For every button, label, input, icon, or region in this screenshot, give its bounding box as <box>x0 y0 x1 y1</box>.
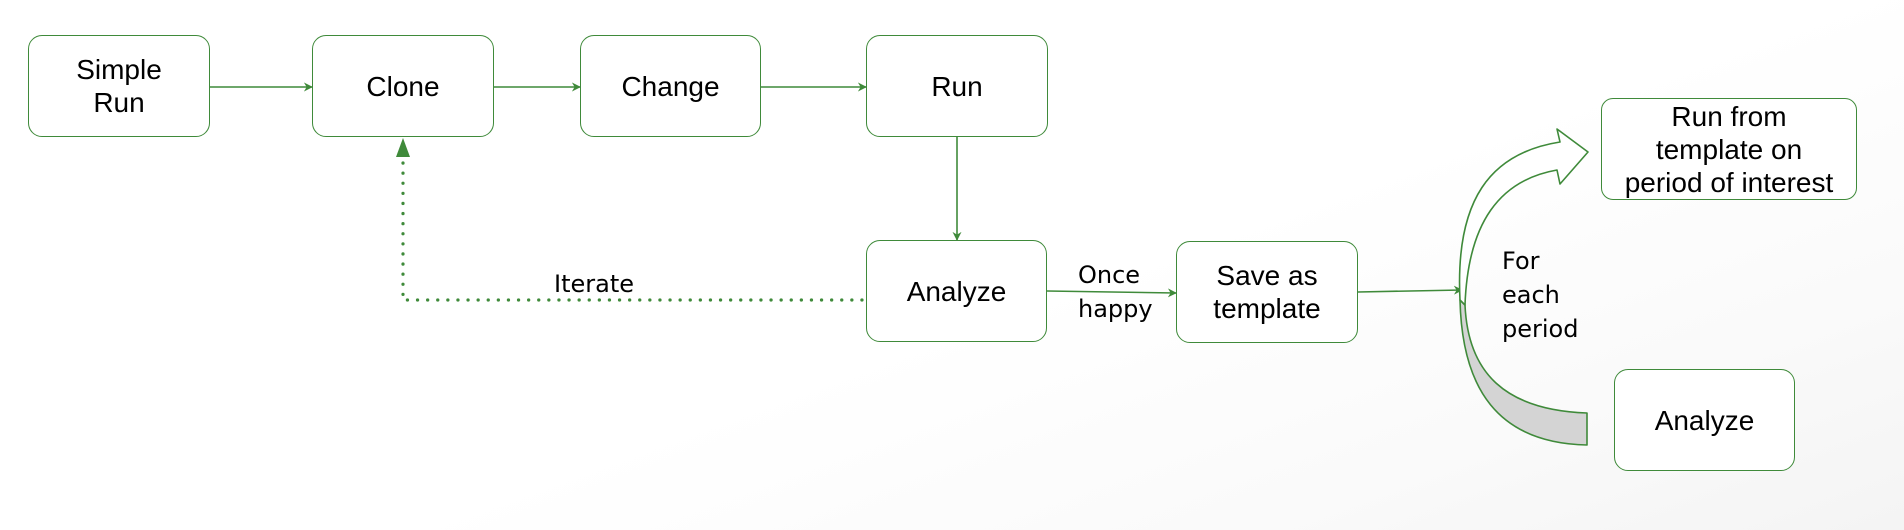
node-run-from-template: Run from template on period of interest <box>1601 98 1857 200</box>
label-for-each-period: For each period <box>1502 247 1579 343</box>
label-iterate: Iterate <box>554 270 635 298</box>
node-run: Run <box>866 35 1048 137</box>
node-simple-run: Simple Run <box>28 35 210 137</box>
node-change: Change <box>580 35 761 137</box>
node-analyze-period: Analyze <box>1614 369 1795 471</box>
iterate-loop-line <box>401 156 864 302</box>
node-save-as-template: Save as template <box>1176 241 1358 343</box>
arrow-save-template-to-loop <box>1357 285 1463 295</box>
node-analyze: Analyze <box>866 240 1047 342</box>
iterate-arrowhead <box>396 138 410 157</box>
for-each-period-loop-arrow <box>1458 128 1589 306</box>
arrow-analyze-to-save-template <box>1046 288 1177 298</box>
label-once-happy: Once happy <box>1078 261 1153 323</box>
node-clone: Clone <box>312 35 494 137</box>
